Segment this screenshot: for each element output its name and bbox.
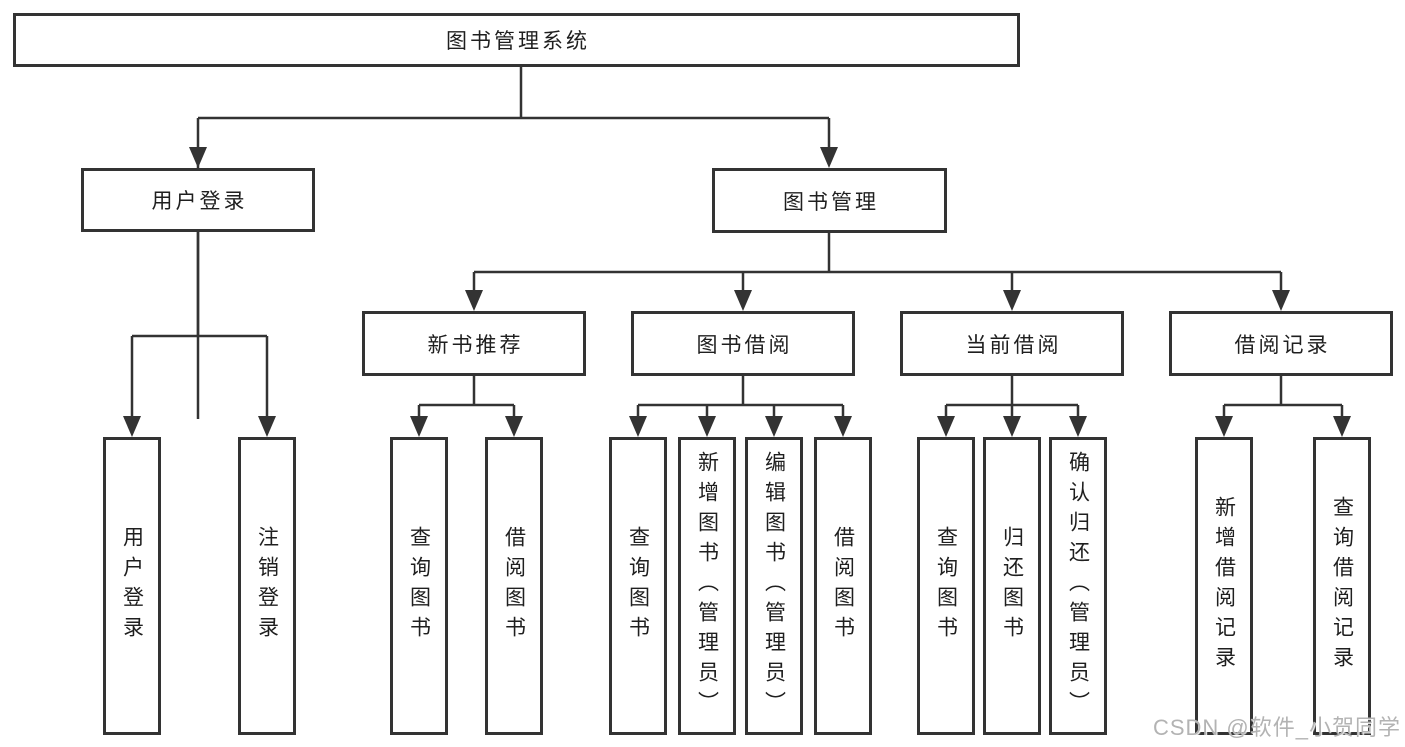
node-label: 编辑图书（管理员） <box>762 451 786 721</box>
leaf-query-books-recommend: 查询图书 <box>390 437 448 735</box>
node-label: 借阅图书 <box>502 526 526 646</box>
node-label: 查询图书 <box>934 526 958 646</box>
leaf-borrow-books-recommend: 借阅图书 <box>485 437 543 735</box>
leaf-return-books: 归还图书 <box>983 437 1041 735</box>
node-borrowing-records: 借阅记录 <box>1169 311 1393 376</box>
node-book-borrowing: 图书借阅 <box>631 311 855 376</box>
node-label: 用户登录 <box>120 526 144 646</box>
node-label: 查询借阅记录 <box>1330 496 1354 676</box>
node-label: 注销登录 <box>255 526 279 646</box>
node-label: 当前借阅 <box>965 333 1062 357</box>
arrow-heads <box>123 147 1351 437</box>
leaf-user-login: 用户登录 <box>103 437 161 735</box>
leaf-logout: 注销登录 <box>238 437 296 735</box>
tree-edges <box>130 67 1344 419</box>
node-label: 确认归还（管理员） <box>1066 451 1090 721</box>
node-label: 图书管理 <box>783 190 879 214</box>
node-label: 查询图书 <box>626 526 650 646</box>
node-label: 查询图书 <box>407 526 431 646</box>
node-label: 借阅记录 <box>1234 333 1331 357</box>
leaf-confirm-return-admin: 确认归还（管理员） <box>1049 437 1107 735</box>
leaf-query-books-borrowing: 查询图书 <box>609 437 667 735</box>
node-book-management: 图书管理 <box>712 168 947 233</box>
leaf-query-books-current: 查询图书 <box>917 437 975 735</box>
node-label: 归还图书 <box>1000 526 1024 646</box>
node-user-login: 用户登录 <box>81 168 315 232</box>
node-library-management-system: 图书管理系统 <box>13 13 1020 67</box>
leaf-borrow-books: 借阅图书 <box>814 437 872 735</box>
node-label: 新书推荐 <box>427 333 524 357</box>
leaf-add-books-admin: 新增图书（管理员） <box>678 437 736 735</box>
node-label: 用户登录 <box>151 190 248 213</box>
leaf-add-borrow-record: 新增借阅记录 <box>1195 437 1253 735</box>
node-label: 新增图书（管理员） <box>695 451 719 721</box>
node-label: 新增借阅记录 <box>1212 496 1236 676</box>
node-label: 借阅图书 <box>831 526 855 646</box>
node-current-borrowing: 当前借阅 <box>900 311 1124 376</box>
leaf-edit-books-admin: 编辑图书（管理员） <box>745 437 803 735</box>
csdn-watermark: CSDN @软件_小贺同学 <box>1152 715 1401 740</box>
leaf-query-borrow-record: 查询借阅记录 <box>1313 437 1371 735</box>
node-label: 图书借阅 <box>696 333 793 357</box>
node-new-book-recommendation: 新书推荐 <box>362 311 586 376</box>
node-label: 图书管理系统 <box>446 30 590 53</box>
